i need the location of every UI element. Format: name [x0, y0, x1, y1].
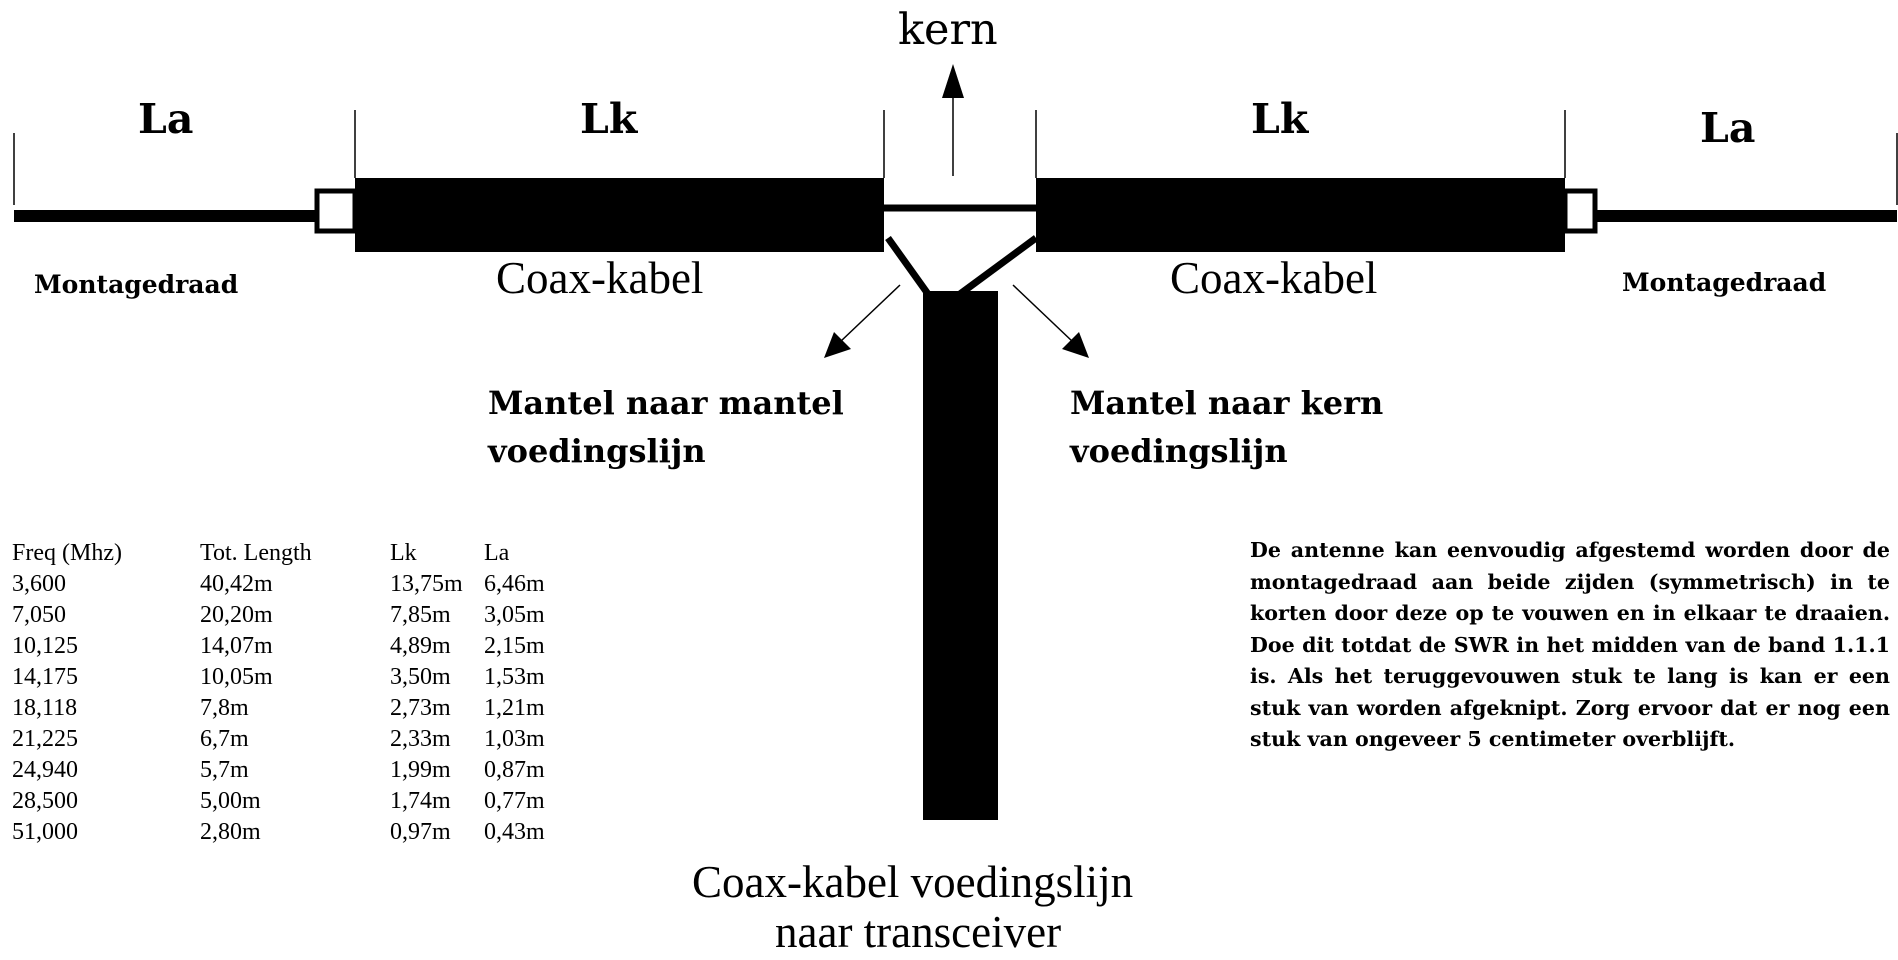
table-cell-la: 0,43m [484, 819, 545, 845]
mantel-naar-kern-label-line1: Mantel naar kern [1070, 384, 1384, 422]
table-cell-la: 0,87m [484, 757, 545, 783]
table-row: 7,050 20,20m 7,85m 3,05m [12, 600, 564, 631]
feedline-label-line1: Coax-kabel voedingslijn [692, 857, 1134, 907]
la-right-label: La [1700, 104, 1756, 152]
coax-right-label: Coax-kabel [1170, 253, 1378, 303]
mantel-naar-mantel-label-line1: Mantel naar mantel [488, 384, 844, 422]
table-cell-la: 6,46m [484, 571, 545, 597]
montagedraad-right-label: Montagedraad [1622, 268, 1827, 297]
table-cell-freq: 10,125 [12, 633, 78, 659]
table-cell-total-length: 14,07m [200, 633, 273, 659]
table-row: 28,500 5,00m 1,74m 0,77m [12, 786, 564, 817]
table-cell-la: 0,77m [484, 788, 545, 814]
coax-cable-right [1036, 178, 1565, 252]
table-cell-total-length: 7,8m [200, 695, 249, 721]
shield-wire-right [957, 235, 1039, 297]
table-cell-total-length: 40,42m [200, 571, 273, 597]
montagedraad-left-label: Montagedraad [34, 270, 239, 299]
table-header-total-length: Tot. Length [200, 540, 312, 566]
arrow-mantel-kern-shaft [1012, 284, 1074, 343]
table-header-la: La [484, 540, 510, 566]
table-cell-lk: 2,73m [390, 695, 451, 721]
arrow-mantel-mantel-shaft [839, 284, 901, 343]
table-header-row: Freq (Mhz) Tot. Length Lk La [12, 538, 564, 569]
table-row: 14,175 10,05m 3,50m 1,53m [12, 662, 564, 693]
lk-left-label: Lk [580, 95, 638, 143]
table-row: 24,940 5,7m 1,99m 0,87m [12, 755, 564, 786]
table-row: 3,600 40,42m 13,75m 6,46m [12, 569, 564, 600]
shield-wire-left [885, 235, 931, 297]
arrow-mantel-kern-head [1062, 332, 1089, 358]
table-cell-lk: 0,97m [390, 819, 451, 845]
table-row: 21,225 6,7m 2,33m 1,03m [12, 724, 564, 755]
table-cell-la: 3,05m [484, 602, 545, 628]
table-cell-total-length: 10,05m [200, 664, 273, 690]
table-row: 10,125 14,07m 4,89m 2,15m [12, 631, 564, 662]
table-cell-total-length: 5,7m [200, 757, 249, 783]
montagedraad-left-wire [14, 210, 317, 222]
kern-label: kern [898, 5, 998, 55]
table-cell-lk: 4,89m [390, 633, 451, 659]
table-cell-lk: 1,74m [390, 788, 451, 814]
table-cell-total-length: 2,80m [200, 819, 261, 845]
table-cell-lk: 2,33m [390, 726, 451, 752]
table-cell-total-length: 20,20m [200, 602, 273, 628]
connector-right [1562, 188, 1598, 234]
tuning-instructions: De antenne kan eenvoudig afgestemd worde… [1250, 538, 1890, 751]
table-cell-lk: 3,50m [390, 664, 451, 690]
table-cell-freq: 3,600 [12, 571, 66, 597]
table-cell-la: 1,53m [484, 664, 545, 690]
table-cell-la: 1,21m [484, 695, 545, 721]
table-cell-la: 1,03m [484, 726, 545, 752]
la-left-label: La [138, 95, 194, 143]
table-row: 51,000 2,80m 0,97m 0,43m [12, 817, 564, 848]
table-cell-freq: 18,118 [12, 695, 78, 721]
table-cell-freq: 7,050 [12, 602, 66, 628]
mantel-naar-kern-label-line2: voedingslijn [1070, 432, 1288, 470]
table-cell-lk: 7,85m [390, 602, 451, 628]
table-row: 18,118 7,8m 2,73m 1,21m [12, 693, 564, 724]
frequency-length-table: Freq (Mhz) Tot. Length Lk La 3,600 40,42… [12, 538, 564, 848]
table-cell-la: 2,15m [484, 633, 545, 659]
coax-cable-left [355, 178, 884, 252]
arrow-mantel-mantel-head [824, 332, 851, 358]
coax-feedline [923, 291, 998, 820]
table-header-freq: Freq (Mhz) [12, 540, 122, 566]
kern-arrow-head [942, 64, 964, 98]
coax-left-label: Coax-kabel [496, 253, 704, 303]
connector-left [314, 188, 358, 234]
lk-right-label: Lk [1251, 95, 1309, 143]
table-cell-total-length: 5,00m [200, 788, 261, 814]
table-cell-freq: 28,500 [12, 788, 78, 814]
table-cell-lk: 13,75m [390, 571, 463, 597]
montagedraad-right-wire [1595, 210, 1897, 222]
table-cell-freq: 51,000 [12, 819, 78, 845]
table-cell-freq: 24,940 [12, 757, 78, 783]
table-cell-lk: 1,99m [390, 757, 451, 783]
table-cell-total-length: 6,7m [200, 726, 249, 752]
table-header-lk: Lk [390, 540, 417, 566]
table-cell-freq: 14,175 [12, 664, 78, 690]
mantel-naar-mantel-label-line2: voedingslijn [488, 432, 706, 470]
table-cell-freq: 21,225 [12, 726, 78, 752]
feedline-label-line2: naar transceiver [775, 907, 1062, 957]
